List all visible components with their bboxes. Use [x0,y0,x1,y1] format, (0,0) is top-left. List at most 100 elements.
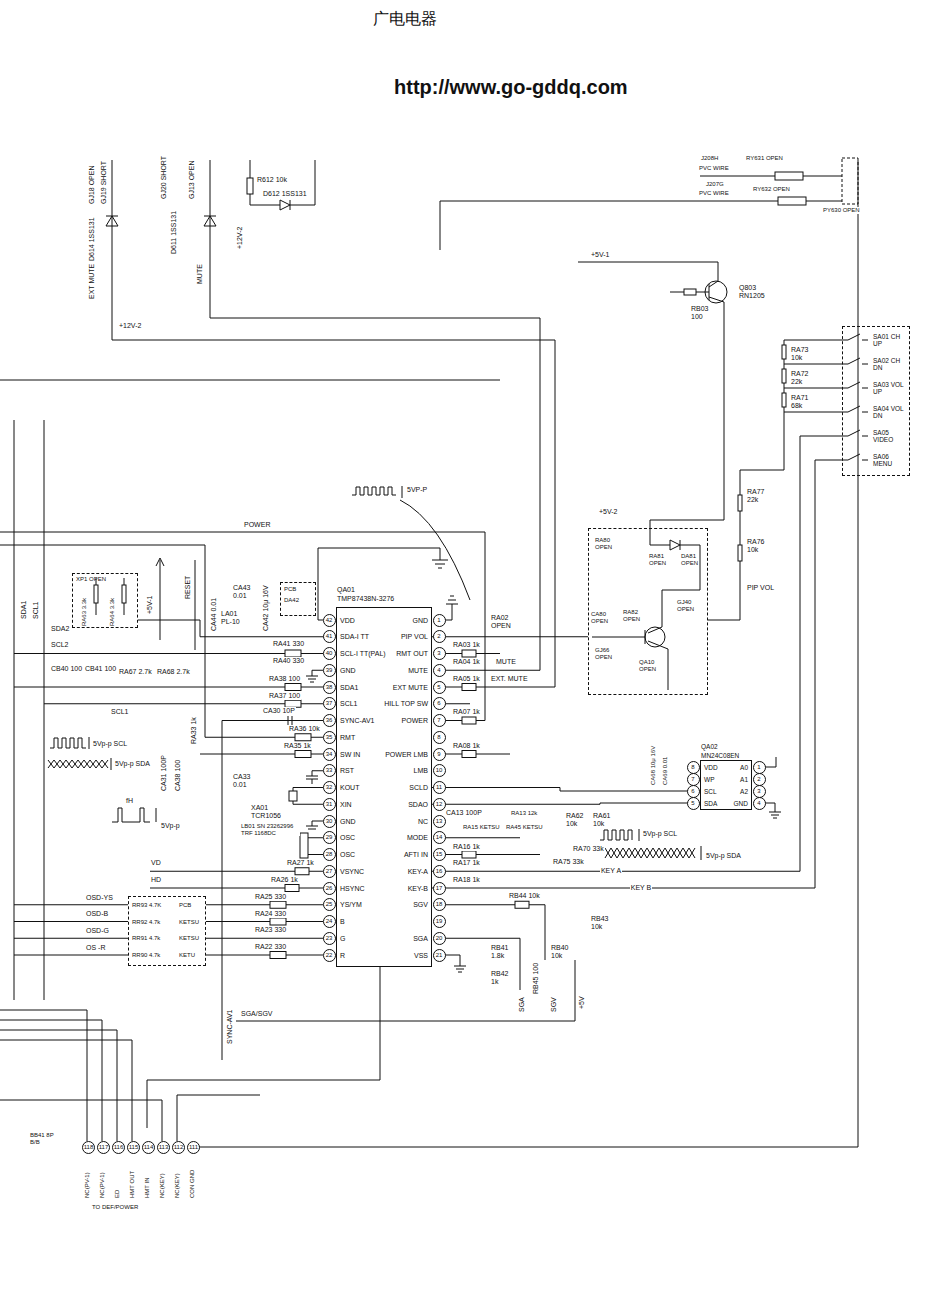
part-label: RB03 100 [690,305,718,320]
wire [0,532,485,721]
board-connector: BB41 8P B/B118117116115114113112111NC(PV… [30,1128,200,1218]
resistor-symbol [775,172,803,180]
part-label: +12V-2 [118,322,142,330]
pin-number: 27 [323,865,336,878]
part-label: +5V-2 [598,508,619,516]
resistor-symbol [462,751,476,758]
part-label: CA44 0.01 [210,597,218,632]
resistor-array: RR93 4.7KPCBRR92 4.7kKETSURR91 4.7kKETSU… [128,896,206,966]
wire [306,821,323,829]
part-label: RA02 OPEN [490,614,522,629]
eeprom-chip: QA02MN24C08ENVDDWPSCLSDAA0A1A2GND [700,760,752,810]
resistor-symbol [285,650,301,657]
node-text: POWER LMB [385,751,428,759]
part-label: RA33 1k [190,716,198,745]
pin-number: 41 [323,630,336,643]
node-text: NC(PV-1) [84,1172,91,1198]
part-label: 5Vp-p SCL [92,740,128,748]
node-text: RST [340,767,354,775]
pin-number: 111 [187,1141,200,1154]
part-label: RA24 330 [254,910,287,918]
part-label: RA35 1k [283,742,312,750]
part-label: RA03 1k [452,641,481,649]
part-label: GJ13 OPEN [188,159,196,200]
wire [112,340,555,687]
node-text: RR90 4.7k [132,952,160,959]
pin-number: 113 [157,1141,170,1154]
watermark: http://www.go-gddq.com [393,76,629,98]
wire [236,960,575,1021]
resistor-group [94,172,806,959]
pin-number: 6 [687,785,700,798]
node-text: B [340,918,345,926]
node-text: SA05 VIDEO [873,429,909,443]
part-label: RA68 2.7k [156,668,191,676]
pin-number: 39 [323,664,336,677]
part-label: fH [125,797,134,805]
node-text: G [340,935,345,943]
part-label: RA41 330 [272,640,305,648]
node-text: BB41 8P B/B [30,1132,56,1145]
wire [197,160,858,1147]
node-text: SCLD [409,784,428,792]
node-text: RA81 OPEN [649,553,673,566]
pin-number: 117 [97,1141,110,1154]
part-label: MUTE [495,658,517,666]
part-label: RA62 10k [565,812,591,827]
pin-number: 112 [172,1141,185,1154]
part-label: SCL1 [32,600,40,620]
part-heading: MN24C08EN [701,752,739,759]
node-text: GJ66 OPEN [595,647,619,660]
wire [650,302,724,627]
node-text: R [340,952,345,960]
resistor-symbol [782,393,786,407]
part-label: RB40 10k [550,944,576,959]
part-label: RA76 10k [746,538,778,553]
part-label: PVC WIRE [698,190,730,197]
part-label: J207G [705,181,725,188]
part-label: RB43 10k [590,915,616,930]
node-text: NC(PV-1) [99,1172,106,1198]
diode-symbol [106,216,118,226]
part-label: GJ19 SHORT [100,160,108,205]
waveform [48,758,111,770]
pin-number: 4 [433,664,446,677]
diode-symbol [670,540,680,550]
signal-connector [147,967,380,1128]
node-text: OSC [340,851,355,859]
part-label: GJ20 SHORT [160,155,168,200]
pin-number: 3 [433,647,446,660]
node-text: PCB [179,902,191,909]
signal-connector [432,788,700,792]
pin-number: 21 [433,949,446,962]
waveform [352,486,470,600]
node-text: CON GND [189,1170,196,1198]
pin-number: 33 [323,764,336,777]
watermark: 广电电器 [372,10,438,28]
node-text: RA82 OPEN [623,609,647,622]
part-label: LB01 SN 23262996 TRF 1168DC [240,823,300,836]
node-text: GND [340,667,356,675]
part-label: RA22 330 [254,943,287,951]
node-text: KETSU [179,935,199,942]
node-text: YS/YM [340,901,362,909]
part-label: RY631 OPEN [745,155,784,162]
part-label: RB45 100 [532,962,540,995]
wire [764,757,781,818]
part-label: RA71 68k [790,394,822,409]
pin-number: 26 [323,882,336,895]
pin-number: 8 [433,731,446,744]
part-label: 5Vp-p SDA [114,760,151,768]
resistor-symbol [270,918,286,925]
pin-number: 34 [323,748,336,761]
part-label: OS -R [85,944,106,952]
wire [14,905,128,955]
transistor-symbol [645,627,665,647]
part-label: +5V-1 [146,595,154,616]
pin-number: 5 [687,797,700,810]
node-text: SA06 MENU [873,453,909,467]
pin-number: 32 [323,781,336,794]
part-label: CA42 10μ 16V [262,584,270,632]
node-text: AFTI IN [404,851,428,859]
node-text: GND [412,617,428,625]
